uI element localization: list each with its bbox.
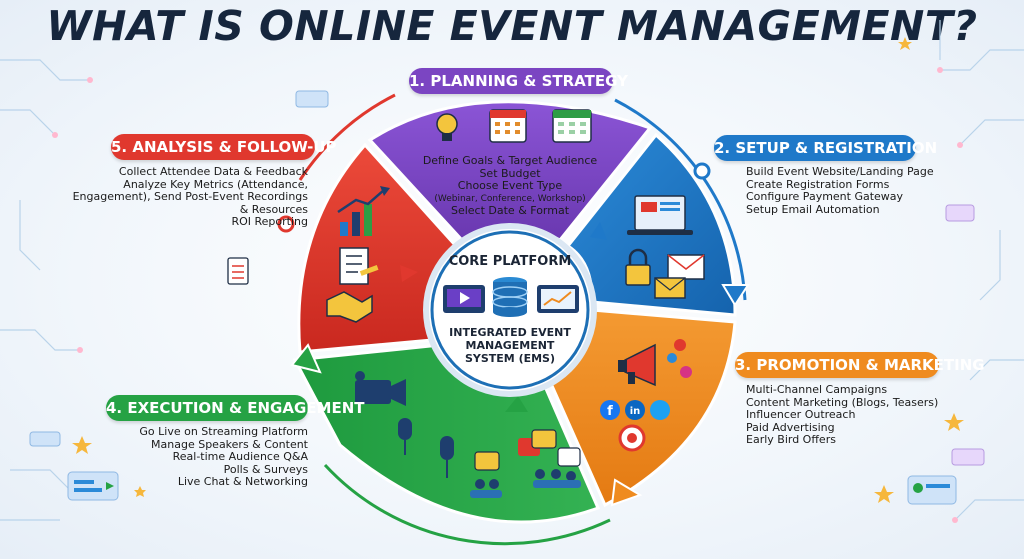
megaphone-icon (618, 343, 656, 387)
lightbulb-icon (436, 113, 458, 141)
analysis-items: Collect Attendee Data & Feedback Analyze… (70, 165, 308, 229)
planning-items: Define Goals & Target Audience Set Budge… (420, 154, 600, 218)
facebook-icon (600, 400, 620, 420)
analysis-item: & Resources (239, 202, 308, 216)
analysis-item: Analyze Key Metrics (Attendance, (123, 177, 308, 191)
planning-item: Choose Event Type (457, 179, 563, 192)
analysis-item: Collect Attendee Data & Feedback (118, 165, 308, 178)
floating-chat-card (67, 471, 119, 501)
floating-rating-card (29, 90, 985, 466)
planning-item: Define Goals & Target Audience (422, 154, 598, 167)
database-icon (492, 277, 528, 317)
stage-label-setup: 2. SETUP & REGISTRATION (714, 135, 937, 161)
audience-question-icon (470, 429, 581, 498)
floating-profile-card (907, 475, 957, 505)
padlock-icon (625, 248, 651, 286)
circuit-decoration (0, 20, 1024, 521)
core-platform-heading: CORE PLATFORM (448, 254, 572, 269)
linkedin-icon (625, 400, 645, 420)
analysis-item: Engagement), Send Post-Event Recordings (72, 190, 308, 203)
setup-item: Build Event Website/Landing Page (746, 165, 934, 178)
promotion-item: Early Bird Offers (746, 433, 836, 446)
schedule-calendar-icon (552, 109, 592, 143)
target-icon (618, 424, 646, 452)
execution-item: Real-time Audience Q&A (172, 450, 308, 463)
stage-label-planning: 1. PLANNING & STRATEGY (409, 68, 628, 94)
setup-items: Build Event Website/Landing Page Create … (746, 165, 934, 216)
growth-chart-icon (337, 186, 390, 236)
stage-label-execution: 4. EXECUTION & ENGAGEMENT (106, 395, 365, 421)
execution-item: Live Chat & Networking (177, 475, 308, 488)
promotion-item: Multi-Channel Campaigns (746, 383, 888, 396)
analysis-item: ROI Reporting (231, 215, 308, 228)
podcast-mic-icon (440, 436, 454, 478)
execution-item: Go Live on Streaming Platform (139, 425, 308, 438)
planning-item: (Webinar, Conference, Workshop) (434, 193, 586, 204)
promotion-item: Paid Advertising (746, 420, 835, 434)
handshake-icon (326, 291, 373, 323)
email-icon (654, 254, 705, 299)
dashboard-chart-icon (537, 285, 579, 313)
stage-label-analysis: 5. ANALYSIS & FOLLOW-UP (111, 134, 337, 160)
execution-items: Go Live on Streaming Platform Manage Spe… (118, 425, 308, 489)
setup-item: Configure Payment Gateway (746, 190, 904, 203)
clipboard-checklist-icon (227, 257, 249, 285)
linkedin-letter: in (630, 406, 641, 417)
facebook-letter: f (607, 404, 613, 419)
ems-label: INTEGRATED EVENT MANAGEMENT SYSTEM (EMS) (440, 326, 580, 365)
promotion-item: Content Marketing (Blogs, Teasers) (746, 395, 939, 409)
execution-item: Polls & Surveys (223, 462, 308, 476)
video-camera-icon (355, 371, 406, 406)
planning-item: Set Budget (479, 166, 541, 180)
video-player-icon (443, 285, 485, 313)
promotion-items: Multi-Channel Campaigns Content Marketin… (746, 383, 939, 447)
planning-item: Select Date & Format (450, 204, 570, 217)
twitter-icon (650, 400, 670, 420)
page-title: WHAT IS ONLINE EVENT MANAGEMENT? (46, 2, 978, 50)
circuit-nodes (52, 67, 963, 523)
calendar-icon (489, 109, 527, 143)
setup-item: Create Registration Forms (746, 177, 890, 191)
ems-line: MANAGEMENT (465, 339, 555, 352)
stage-label-promotion: 3. PROMOTION & MARKETING (735, 352, 985, 378)
star-icons (72, 37, 964, 503)
setup-item: Setup Email Automation (746, 202, 880, 216)
report-document-icon (339, 247, 379, 285)
instagram-icon (680, 366, 692, 378)
microphone-icon (398, 418, 412, 455)
heart-notification-icon (674, 339, 686, 351)
like-icon (667, 353, 677, 363)
promotion-item: Influencer Outreach (746, 408, 856, 421)
ems-line: INTEGRATED EVENT (449, 326, 571, 339)
execution-item: Manage Speakers & Content (151, 437, 308, 451)
ems-line: SYSTEM (EMS) (464, 352, 556, 365)
laptop-website-icon (627, 195, 693, 235)
